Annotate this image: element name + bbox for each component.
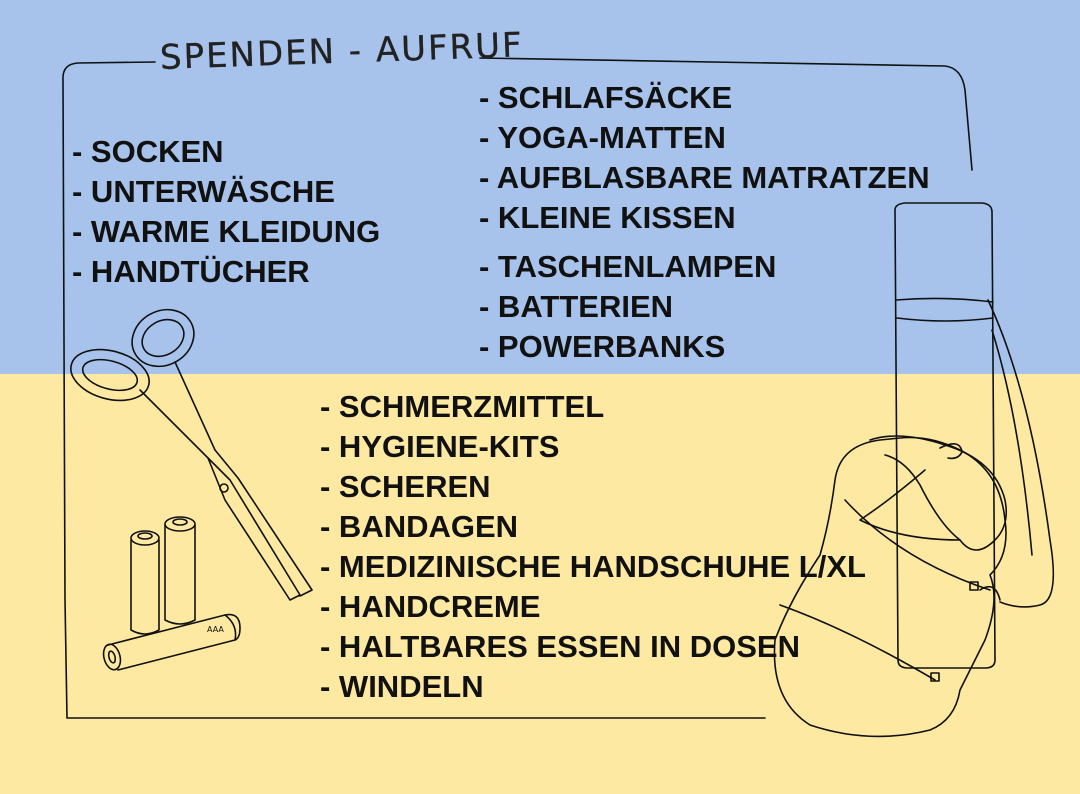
scissors-icon [70, 308, 313, 601]
list-medical: - SCHMERZMITTEL - HYGIENE-KITS - SCHEREN… [320, 387, 866, 707]
list-item: - YOGA-MATTEN [479, 120, 726, 155]
list-sleeping: - SCHLAFSÄCKE - YOGA-MATTEN - AUFBLASBAR… [479, 78, 930, 238]
list-item: - HALTBARES ESSEN IN DOSEN [320, 629, 800, 664]
list-power: - TASCHENLAMPEN - BATTERIEN - POWERBANKS [479, 247, 776, 367]
batteries-icon: AAA [102, 516, 241, 671]
sketch-frame [62, 57, 973, 719]
list-item: - WARME KLEIDUNG [72, 214, 381, 249]
list-item: - SOCKEN [72, 134, 224, 169]
list-item: - WINDELN [320, 669, 484, 704]
list-item: - SCHMERZMITTEL [320, 389, 605, 424]
list-item: - MEDIZINISCHE HANDSCHUHE L/XL [320, 549, 866, 584]
yoga-mat-icon [894, 202, 1055, 669]
list-clothing: - SOCKEN - UNTERWÄSCHE - WARME KLEIDUNG … [72, 132, 380, 292]
list-item: - BATTERIEN [479, 289, 674, 324]
list-item: - POWERBANKS [479, 329, 726, 364]
list-item: - HYGIENE-KITS [320, 429, 560, 464]
list-item: - SCHLAFSÄCKE [479, 80, 733, 115]
list-item: - BANDAGEN [320, 509, 519, 544]
list-item: - AUFBLASBARE MATRATZEN [479, 160, 930, 195]
list-item: - SCHEREN [320, 469, 491, 504]
list-item: - UNTERWÄSCHE [72, 174, 335, 209]
list-item: - HANDCREME [320, 589, 541, 624]
battery-label: AAA [207, 625, 224, 634]
flag-yellow-band [0, 374, 1080, 794]
list-item: - KLEINE KISSEN [479, 200, 736, 235]
list-item: - HANDTÜCHER [72, 254, 310, 289]
sleeping-bag-icon [773, 435, 1008, 738]
list-item: - TASCHENLAMPEN [479, 249, 777, 284]
